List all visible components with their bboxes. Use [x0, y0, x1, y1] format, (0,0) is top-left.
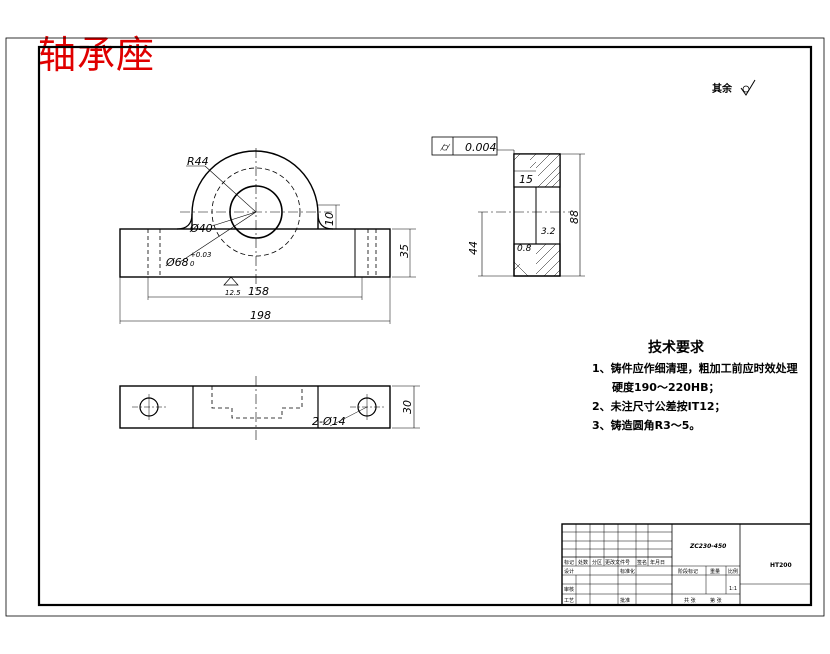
- top-view: [119, 376, 420, 440]
- radius-label: R44: [187, 155, 209, 168]
- surface-note-text: 其余: [712, 82, 733, 95]
- span-158-label: 158: [248, 285, 269, 298]
- depth-30-label: 30: [401, 400, 414, 414]
- requirement-item: 3、铸造圆角R3～5。: [592, 418, 700, 432]
- title-block-text: 标记 处数 分区 更改文件号 签名 年月日 设计 标准化 审核 工艺 批准 ZC…: [564, 543, 792, 604]
- tb-label: 工艺: [564, 598, 574, 604]
- tolerance-symbol-icon: ⌭: [440, 140, 451, 154]
- front-view: [119, 148, 416, 324]
- requirement-item: 硬度190～220HB；: [612, 380, 720, 394]
- tb-sheet-total: 共 张: [684, 597, 696, 604]
- tb-label: 更改文件号: [605, 559, 630, 566]
- center-44-label: 44: [467, 241, 480, 255]
- drawing-number: ZC230-450: [689, 543, 726, 550]
- tb-label: 设计: [564, 568, 574, 575]
- tb-sheet-number: 第 张: [710, 597, 722, 604]
- requirements-heading: 技术要求: [648, 339, 705, 356]
- title-block: [561, 523, 812, 606]
- roughness-check-icon: [740, 79, 756, 96]
- overall-198-label: 198: [250, 309, 271, 322]
- tb-stage-label: 阶段标记: [678, 568, 698, 575]
- tb-scale: 1:1: [729, 586, 737, 592]
- technical-requirements: 技术要求 1、铸件应作细清理，粗加工前应时效处理 硬度190～220HB； 2、…: [592, 339, 798, 432]
- bore-label: Ø40: [189, 222, 213, 235]
- hole-label: 2-Ø14: [312, 415, 346, 428]
- surface-note: 其余: [712, 79, 756, 96]
- fit-upper: +0.03: [190, 251, 211, 259]
- roughness-0-8: 0.8: [517, 244, 532, 254]
- tb-label: 批准: [620, 597, 630, 604]
- material: HT200: [770, 562, 792, 569]
- requirement-item: 2、未注尺寸公差按IT12；: [592, 399, 726, 413]
- tb-label: 标准化: [620, 568, 635, 575]
- roughness-12-5: 12.5: [225, 289, 241, 297]
- tb-label: 处数: [578, 559, 588, 566]
- tb-stage-label: 比例: [728, 568, 738, 575]
- outer-frame: [5, 37, 825, 617]
- requirement-item: 1、铸件应作细清理，粗加工前应时效处理: [592, 361, 798, 375]
- tb-label: 年月日: [650, 559, 665, 566]
- drawing-title: 轴承座: [38, 33, 156, 77]
- roughness-3-2: 3.2: [541, 227, 556, 237]
- tb-label: 分区: [592, 559, 602, 566]
- tb-label: 标记: [564, 559, 574, 566]
- fit-lower: 0: [190, 260, 195, 268]
- fit-label: Ø68: [165, 256, 189, 269]
- side-view-labels: ⌭ 0.004 15 88 44 0.8 3.2: [440, 140, 581, 255]
- tb-label: 签名: [637, 559, 647, 566]
- side-view: [431, 136, 585, 277]
- lip-label: 10: [323, 212, 336, 226]
- top-15-label: 15: [519, 173, 533, 186]
- height-88-label: 88: [568, 210, 581, 224]
- inner-frame: [37, 45, 813, 607]
- tolerance-value: 0.004: [465, 141, 497, 154]
- tb-stage-label: 重量: [710, 568, 720, 575]
- top-view-labels: 2-Ø14 30: [312, 400, 414, 428]
- front-view-labels: R44 Ø40 Ø68 +0.03 0 35 10 158 198 12.5: [165, 155, 411, 322]
- height-35-label: 35: [398, 244, 411, 258]
- tb-label: 审核: [564, 586, 574, 593]
